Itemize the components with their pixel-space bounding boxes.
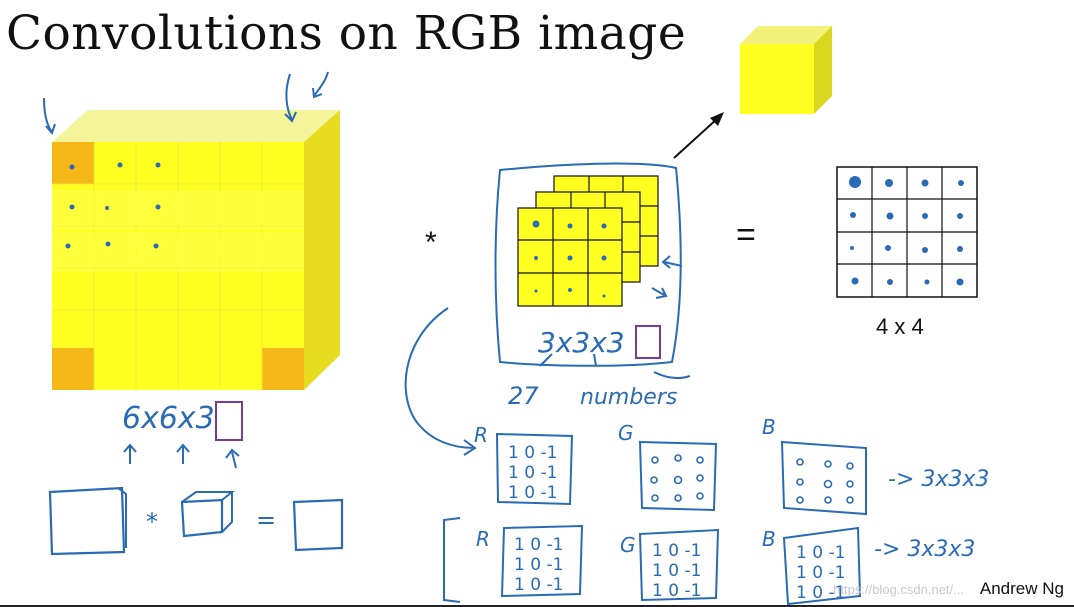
filter-enclosure [494, 162, 682, 367]
svg-text:1 0 -1: 1 0 -1 [508, 483, 557, 503]
convolution-operator: * [425, 226, 437, 259]
row-result-2: -> 3x3x3 [874, 537, 975, 562]
input-corner-cell [262, 348, 304, 390]
svg-text:1 0 -1: 1 0 -1 [514, 555, 563, 575]
input-arrows [43, 71, 329, 135]
svg-text:1 0 -1: 1 0 -1 [796, 583, 845, 603]
svg-text:*: * [146, 508, 158, 536]
row-result-1: -> 3x3x3 [888, 467, 989, 492]
input-dots [65, 162, 161, 249]
filter-b2-matrix: 1 0 -1 1 0 -1 1 0 -1 [782, 526, 862, 606]
filter-r2-matrix: 1 0 -1 1 0 -1 1 0 -1 [500, 524, 584, 598]
equals-operator: = [736, 216, 756, 254]
svg-text:1 0 -1: 1 0 -1 [652, 581, 701, 601]
input-volume [43, 71, 340, 390]
svg-text:=: = [256, 506, 276, 534]
svg-text:1 0 -1: 1 0 -1 [796, 543, 845, 563]
channel-label-b: B [762, 415, 776, 439]
count-word: numbers [580, 385, 677, 410]
svg-text:1 0 -1: 1 0 -1 [652, 561, 701, 581]
small-equation: * = [48, 486, 344, 556]
filter-r-matrix: 1 0 -1 1 0 -1 1 0 -1 [495, 432, 574, 506]
slide-title: Convolutions on RGB image [6, 6, 687, 61]
channel-label-g2: G [620, 533, 636, 557]
input-corner-cell [52, 142, 94, 184]
channel-label-b2: B [762, 527, 776, 551]
filter-g-matrix [638, 440, 718, 512]
filter-channel-box [635, 325, 661, 359]
channel-label-g: G [618, 421, 634, 445]
output-dots [849, 176, 964, 286]
input-corner-cell [52, 348, 94, 390]
channel-label-r2: R [476, 527, 490, 551]
input-band [52, 232, 304, 272]
svg-text:1 0 -1: 1 0 -1 [796, 563, 845, 583]
input-side-face [304, 110, 340, 390]
input-channel-box [215, 401, 243, 441]
channel-label-r: R [474, 423, 488, 447]
filter-dots [532, 220, 607, 298]
bottom-rule [0, 605, 1074, 607]
author-credit: Andrew Ng [979, 579, 1064, 598]
bracket-left [443, 517, 461, 603]
svg-text:1 0 -1: 1 0 -1 [508, 443, 557, 463]
filter-side-arrows [651, 255, 683, 299]
svg-text:1 0 -1: 1 0 -1 [514, 535, 563, 555]
input-dims-label: 6x6x3 [122, 401, 215, 436]
watermark: https://blog.csdn.net/... [833, 582, 964, 597]
svg-text:1 0 -1: 1 0 -1 [514, 575, 563, 595]
channel-split-arrow [404, 307, 475, 449]
count-number: 27 [508, 382, 539, 410]
filter-b-matrix [780, 440, 867, 516]
filter-volume [494, 162, 683, 367]
input-top-face [52, 110, 340, 142]
output-voxel-arrow [673, 112, 724, 159]
input-dims-arrows [123, 443, 240, 469]
input-band [52, 190, 304, 230]
svg-text:1 0 -1: 1 0 -1 [652, 541, 701, 561]
output-voxel-cube [740, 26, 832, 114]
output-grid [836, 166, 978, 298]
filter-dims-label: 3x3x3 [538, 326, 625, 359]
svg-text:1 0 -1: 1 0 -1 [508, 463, 557, 483]
filter-g2-matrix: 1 0 -1 1 0 -1 1 0 -1 [638, 528, 720, 602]
filter-dims-arrows [539, 353, 691, 380]
output-dims-label: 4 x 4 [876, 314, 924, 339]
